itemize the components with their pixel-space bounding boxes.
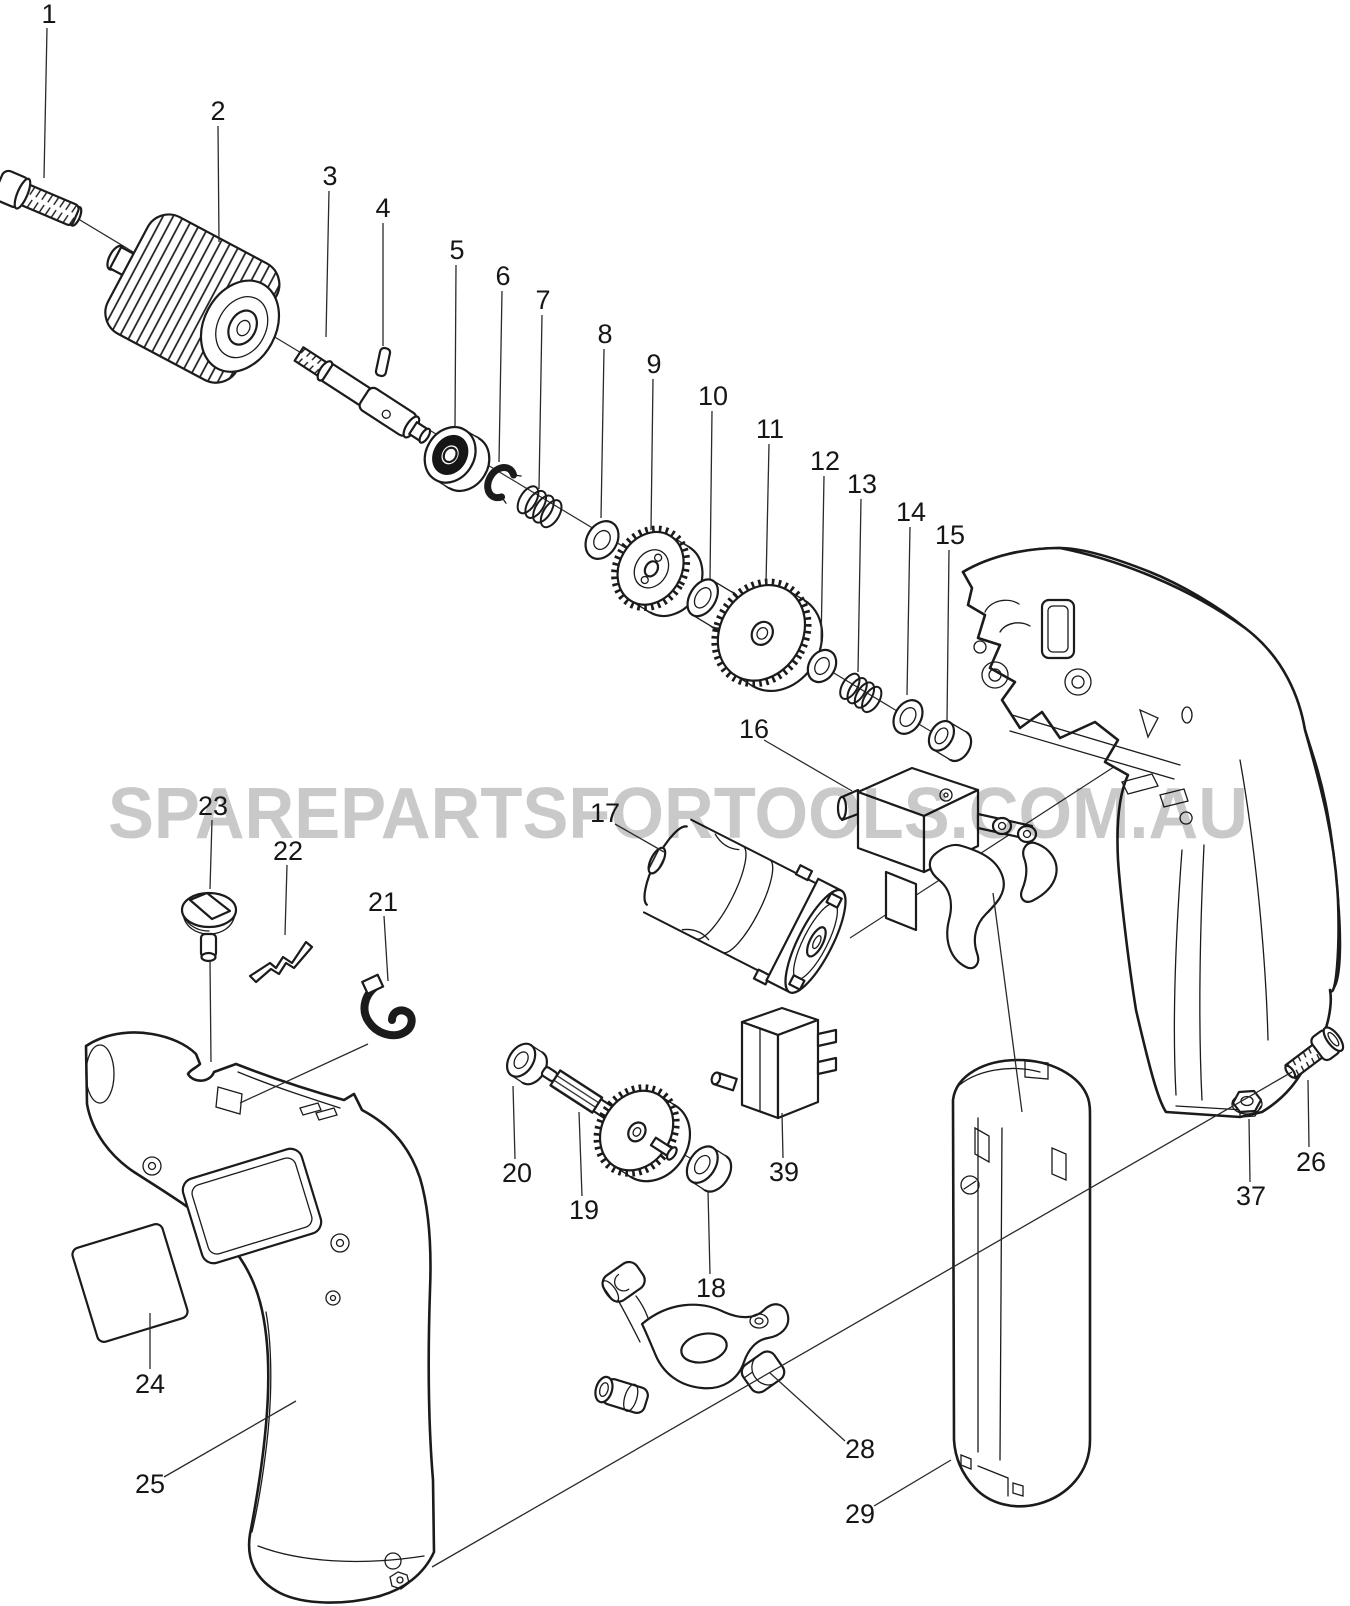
part-spring-13	[839, 672, 883, 714]
part-housing-left	[84, 1031, 436, 1604]
callout-number-dc-motor: 17	[590, 798, 620, 828]
callout-leader-gear	[765, 443, 770, 585]
callout-number-compression-spring: 7	[535, 285, 550, 315]
part-spindle-3	[293, 346, 432, 444]
part-motor-17	[642, 818, 847, 994]
part-sleeve-15	[927, 719, 973, 763]
callout-number-pan-head-screw: 1	[41, 0, 56, 29]
callout-number-pin: 4	[375, 193, 390, 223]
part-knob-23	[180, 891, 238, 963]
part-washer-14	[892, 699, 924, 735]
nameplate-recess	[181, 1147, 323, 1265]
callout-number-housing-set: 25	[135, 1469, 165, 1499]
callout-number-bracket: 28	[845, 1434, 875, 1464]
callout-leader-bearing	[512, 1085, 516, 1160]
callout-leader-trigger-switch	[763, 739, 853, 792]
callout-number-bearing: 20	[502, 1158, 532, 1188]
callout-leader-clip	[383, 915, 389, 982]
callout-leader-flat-washer	[600, 348, 605, 519]
callout-leader-clutch-gear	[650, 378, 654, 531]
callout-number-retaining-ring: 6	[495, 261, 510, 291]
part-bracket-28	[594, 1260, 790, 1414]
callout-number-bearing: 18	[696, 1273, 726, 1303]
part-screw-26	[1284, 1026, 1345, 1080]
callout-leader-ball-bearing	[454, 264, 457, 428]
part-clutch-gear-9	[611, 525, 704, 618]
battery-guide-line	[992, 892, 1023, 1113]
callout-number-selector-knob: 23	[198, 791, 228, 821]
part-switch-39	[710, 1006, 838, 1120]
part-spring-7	[516, 485, 563, 529]
callout-leader-wave-washer	[906, 526, 911, 696]
callout-number-sleeve: 15	[935, 520, 965, 550]
callouts: 1234567891011121314151617181920212223242…	[41, 0, 1326, 1529]
clip-guide-line	[239, 1043, 369, 1104]
callout-number-clip: 21	[368, 887, 398, 917]
callout-leader-selector-knob	[209, 819, 213, 890]
watermark-text: SPAREPARTSFORTOOLS.COM.AU	[108, 774, 1248, 854]
screw-axis-guide-line	[431, 1071, 1293, 1568]
callout-leader-bearing	[707, 1190, 711, 1275]
part-washer-8	[584, 520, 620, 560]
trigger	[928, 843, 1005, 970]
callout-number-name-plate: 24	[135, 1369, 165, 1399]
callout-number-clutch-gear: 9	[646, 349, 661, 379]
callout-number-spacer-sleeve: 10	[698, 381, 728, 411]
callout-number-reversing-switch: 39	[769, 1157, 799, 1187]
callout-leader-compression-spring	[538, 314, 543, 490]
callout-number-pinion-gear-shaft: 19	[569, 1195, 599, 1225]
guide-lines	[209, 892, 1293, 1568]
callout-leader-drill-chuck	[217, 125, 220, 243]
callout-leader-spindle	[325, 190, 330, 338]
callout-leader-spacer-sleeve	[709, 410, 713, 580]
callout-leader-sleeve	[946, 549, 950, 722]
callout-leader-spring	[857, 498, 862, 673]
part-screw-1	[0, 169, 83, 227]
part-retaining-ring-6	[484, 464, 522, 504]
callout-leader-pan-head-screw	[43, 27, 48, 179]
part-chuck-2	[104, 213, 281, 384]
part-pinion-19	[540, 1066, 692, 1183]
callout-number-washer: 12	[810, 446, 840, 476]
callout-leader-battery	[873, 1459, 952, 1507]
callout-number-ball-bearing: 5	[449, 235, 464, 265]
callout-number-wave-washer: 14	[896, 497, 926, 527]
callout-leader-retaining-ring	[498, 290, 503, 463]
callout-leader-housing-set	[163, 1400, 297, 1478]
part-pin-4	[374, 346, 392, 378]
callout-number-drill-chuck: 2	[210, 96, 225, 126]
callout-number-trigger-switch: 16	[739, 714, 769, 744]
callout-number-gear: 11	[756, 414, 784, 444]
part-switch-16	[836, 766, 1058, 970]
part-gear-11	[711, 578, 824, 693]
callout-leader-reversing-switch	[781, 1112, 784, 1159]
callout-leader-screw	[1307, 1079, 1310, 1148]
callout-number-spindle: 3	[322, 161, 337, 191]
trigger-lock	[1020, 841, 1058, 903]
callout-leader-nut	[1248, 1118, 1251, 1183]
callout-number-nut: 37	[1236, 1181, 1266, 1211]
callout-number-change-lever: 22	[273, 836, 303, 866]
callout-leader-bracket	[769, 1372, 846, 1442]
callout-number-battery: 29	[845, 1499, 875, 1529]
part-washer-12	[806, 648, 838, 684]
callout-leader-dc-motor	[614, 823, 665, 853]
part-lever-22	[248, 940, 314, 984]
part-bearing-5	[423, 426, 491, 492]
callout-leader-washer	[820, 475, 825, 648]
callout-number-screw: 26	[1296, 1147, 1326, 1177]
knob-guide-line	[209, 960, 212, 1063]
callout-number-flat-washer: 8	[597, 319, 612, 349]
part-bearing-20	[505, 1042, 549, 1086]
callout-leader-change-lever	[284, 864, 288, 936]
part-clip-21	[360, 973, 416, 1040]
part-bearing-18	[685, 1145, 733, 1193]
part-nameplate-24	[71, 1223, 189, 1343]
callout-leader-pinion-gear-shaft	[578, 1111, 583, 1197]
callout-number-spring: 13	[847, 469, 877, 499]
part-housing-right	[961, 546, 1342, 1119]
part-battery-29	[951, 1058, 1092, 1508]
